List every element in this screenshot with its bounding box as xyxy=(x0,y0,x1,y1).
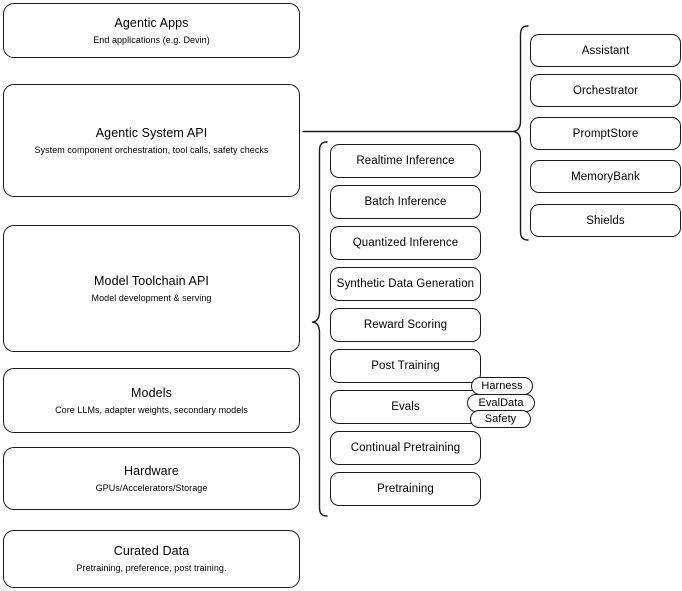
evals-subcomponent-harness[interactable]: Harness xyxy=(471,377,533,395)
layer-subtitle: System component orchestration, tool cal… xyxy=(34,144,269,155)
layer-model-toolchain-api[interactable]: Model Toolchain API Model development & … xyxy=(3,225,300,352)
layer-hardware[interactable]: Hardware GPUs/Accelerators/Storage xyxy=(3,447,300,510)
layer-agentic-apps[interactable]: Agentic Apps End applications (e.g. Devi… xyxy=(3,3,300,58)
layer-subtitle: End applications (e.g. Devin) xyxy=(93,34,210,45)
capability-pretraining[interactable]: Pretraining xyxy=(330,472,481,506)
system-component-shields[interactable]: Shields xyxy=(530,204,681,237)
capability-realtime-inference[interactable]: Realtime Inference xyxy=(330,144,481,178)
capability-continual-pretraining[interactable]: Continual Pretraining xyxy=(330,431,481,465)
layer-curated-data[interactable]: Curated Data Pretraining, preference, po… xyxy=(3,530,300,588)
system-component-promptstore[interactable]: PromptStore xyxy=(530,117,681,150)
layer-title: Hardware xyxy=(124,463,179,478)
system-component-assistant[interactable]: Assistant xyxy=(530,34,681,67)
capability-batch-inference[interactable]: Batch Inference xyxy=(330,185,481,219)
layer-subtitle: Pretraining, preference, post training. xyxy=(76,563,227,573)
brace-toolchain-capabilities xyxy=(311,141,328,517)
system-component-orchestrator[interactable]: Orchestrator xyxy=(530,74,681,107)
layer-title: Models xyxy=(131,385,172,400)
layer-title: Curated Data xyxy=(113,544,190,558)
system-component-memorybank[interactable]: MemoryBank xyxy=(530,160,681,193)
capability-reward-scoring[interactable]: Reward Scoring xyxy=(330,308,481,342)
capability-quantized-inference[interactable]: Quantized Inference xyxy=(330,226,481,260)
layer-subtitle: Model development & serving xyxy=(91,292,212,303)
capability-post-training[interactable]: Post Training xyxy=(330,349,481,383)
capability-synthetic-data-generation[interactable]: Synthetic Data Generation xyxy=(330,267,481,301)
layer-subtitle: Core LLMs, adapter weights, secondary mo… xyxy=(55,404,248,415)
layer-title: Agentic Apps xyxy=(114,15,189,30)
capability-evals[interactable]: Evals xyxy=(330,390,481,424)
layer-agentic-system-api[interactable]: Agentic System API System component orch… xyxy=(3,84,300,197)
layer-title: Model Toolchain API xyxy=(94,273,209,288)
layer-title: Agentic System API xyxy=(95,125,208,140)
layer-subtitle: GPUs/Accelerators/Storage xyxy=(95,482,208,493)
brace-system-components xyxy=(512,25,529,241)
evals-subcomponent-safety[interactable]: Safety xyxy=(470,410,531,428)
layer-models[interactable]: Models Core LLMs, adapter weights, secon… xyxy=(3,368,300,433)
